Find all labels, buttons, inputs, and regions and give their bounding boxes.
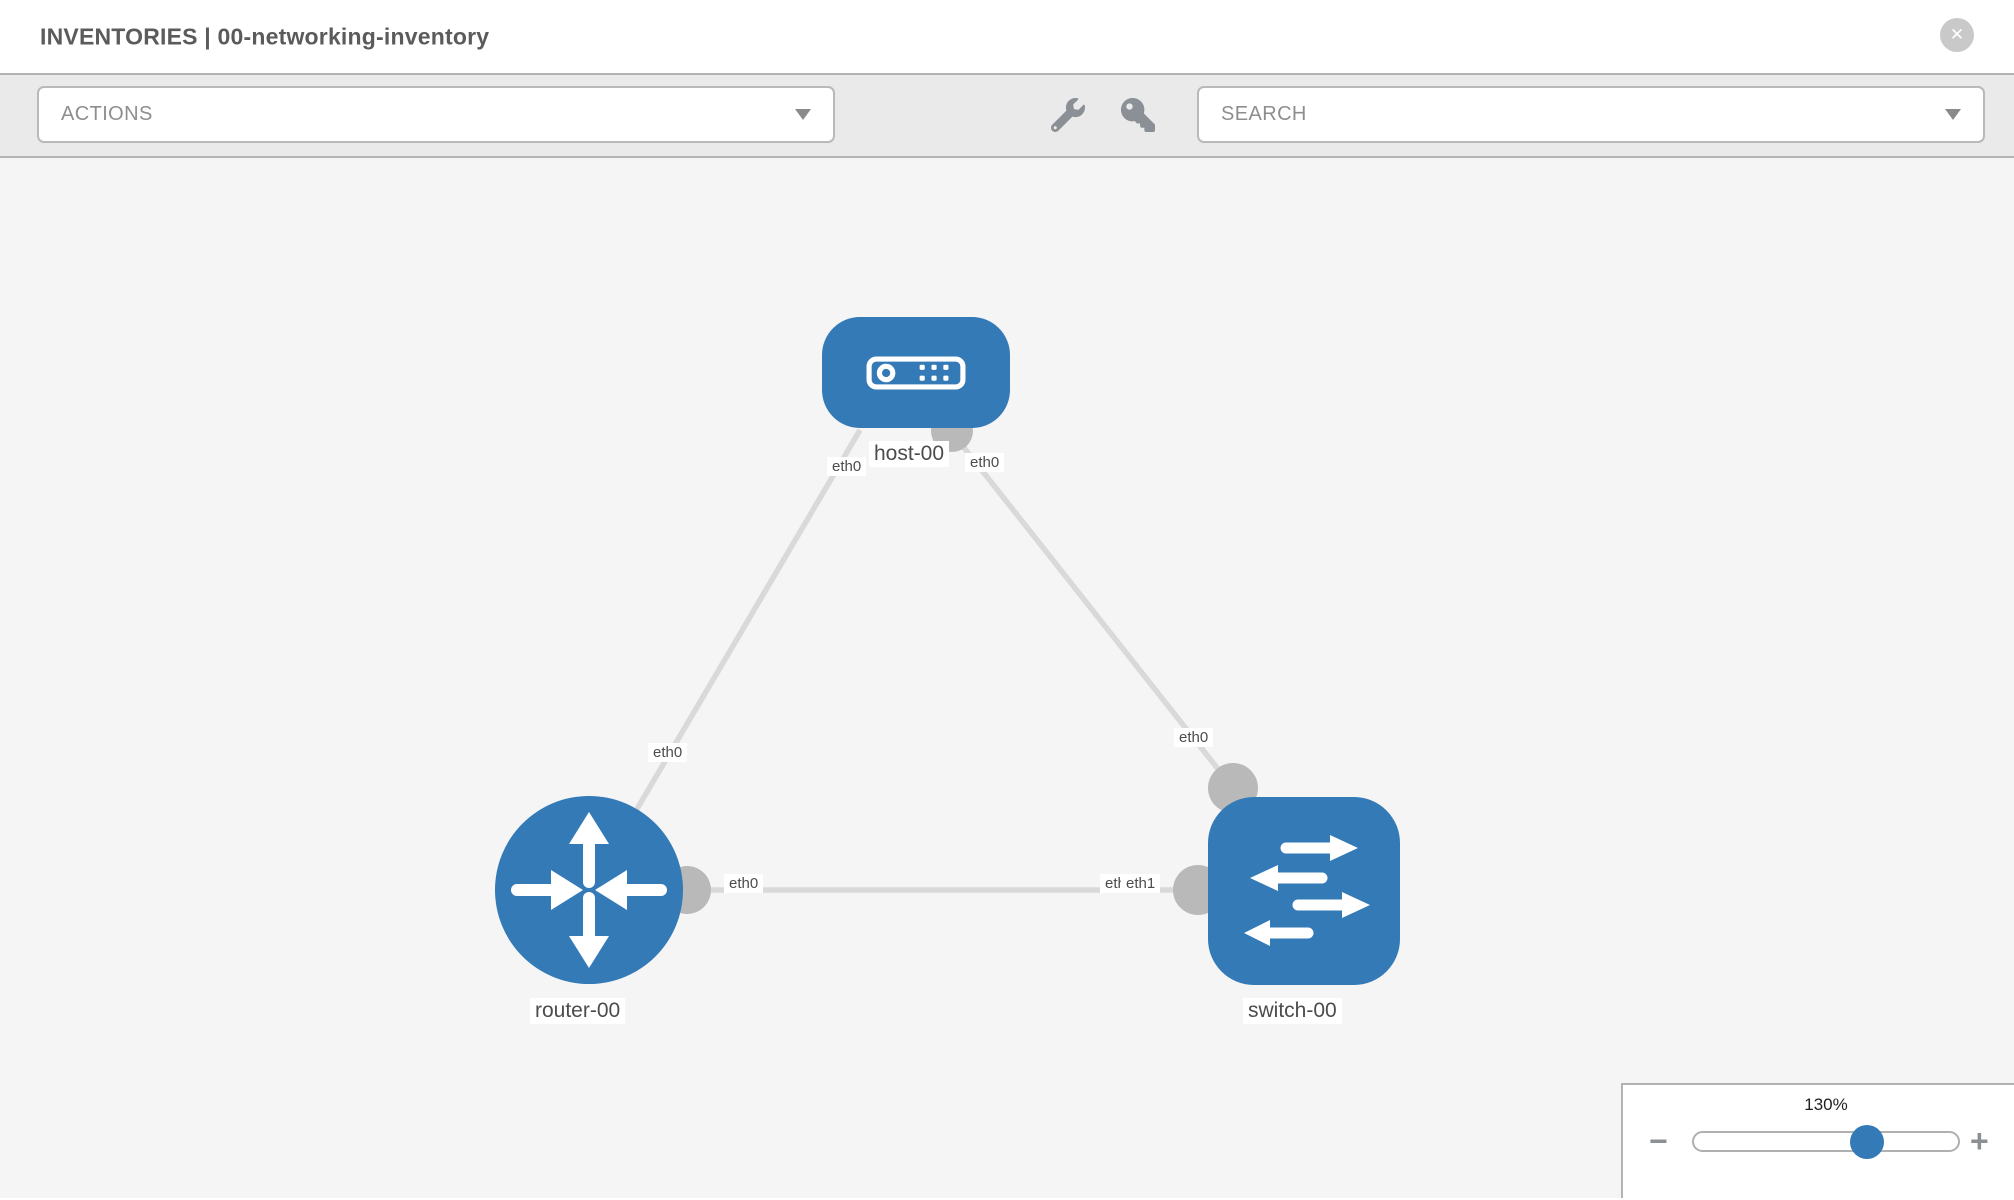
interface-label: eth0 (965, 453, 1005, 472)
interface-label: eth0 (648, 743, 688, 762)
wrench-icon (1051, 98, 1085, 132)
interface-label: eth0 (1174, 728, 1214, 747)
server-icon (866, 356, 966, 389)
topology-canvas[interactable]: eth0 host-00 eth0 eth0 eth0 eth0 eth0 et… (0, 158, 2014, 1198)
close-icon[interactable]: ✕ (1940, 18, 1974, 52)
node-router-00[interactable] (495, 796, 683, 984)
zoom-out-button[interactable]: − (1649, 1123, 1668, 1159)
interface-label: eth1 (1121, 874, 1161, 893)
zoom-in-button[interactable]: + (1970, 1123, 1989, 1159)
key-icon (1121, 98, 1155, 132)
zoom-slider-track[interactable] (1692, 1125, 1960, 1159)
window-header: INVENTORIES | 00-networking-inventory ✕ (0, 0, 2014, 73)
toolbar: ACTIONS SEARCH (0, 73, 2014, 158)
node-label-router-00: router-00 (530, 998, 626, 1024)
topology-edges-layer (634, 410, 1258, 915)
zoom-level-label: 130% (1804, 1095, 1848, 1114)
interface-label: eth0 (724, 874, 764, 893)
node-label-host-00: host-00 (869, 441, 950, 467)
actions-dropdown[interactable]: ACTIONS (37, 86, 835, 143)
switch-arrows-icon (1244, 835, 1370, 946)
router-arrows-icon (511, 812, 667, 968)
actions-dropdown-label: ACTIONS (61, 103, 153, 125)
zoom-slider-thumb[interactable] (1850, 1125, 1884, 1159)
configure-button[interactable] (1049, 96, 1087, 134)
zoom-panel: 130% − + (1621, 1083, 2014, 1198)
search-placeholder: SEARCH (1221, 103, 1307, 125)
node-label-switch-00: switch-00 (1243, 998, 1342, 1024)
page-title: INVENTORIES | 00-networking-inventory (40, 23, 490, 49)
chevron-down-icon (795, 109, 811, 120)
interface-label: eth0 (827, 457, 867, 476)
credentials-button[interactable] (1119, 96, 1157, 134)
chevron-down-icon (1945, 109, 1961, 120)
node-host-00[interactable] (822, 317, 1010, 428)
node-switch-00[interactable] (1208, 797, 1400, 985)
search-input[interactable]: SEARCH (1197, 86, 1985, 143)
